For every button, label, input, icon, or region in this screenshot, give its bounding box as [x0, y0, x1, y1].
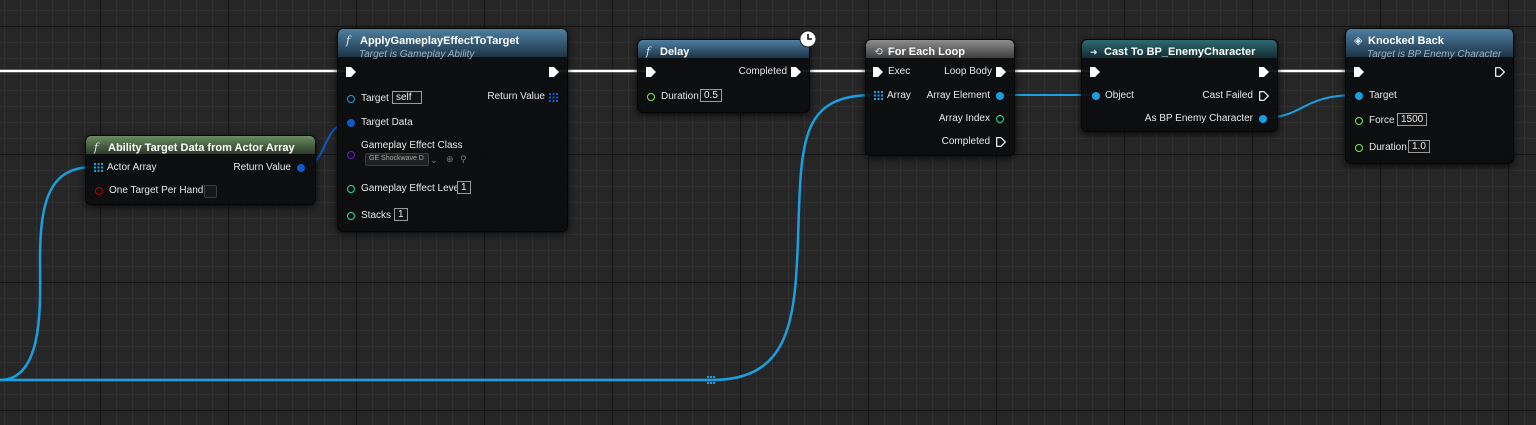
- exec-out-pin[interactable]: [1495, 67, 1505, 77]
- function-icon: f: [346, 34, 351, 47]
- pin-label-effect-class: Gameplay Effect Class: [361, 140, 463, 151]
- target-data-pin[interactable]: [347, 119, 355, 127]
- event-call-icon: ◈: [1354, 34, 1363, 47]
- chevron-down-icon[interactable]: ⌄: [430, 155, 438, 165]
- target-pin[interactable]: [1355, 92, 1363, 100]
- node-cast-enemy[interactable]: ➜ Cast To BP_EnemyCharacter Object Cast F…: [1081, 39, 1278, 132]
- pin-label-array: Array: [887, 90, 911, 101]
- bool-pin[interactable]: [95, 187, 103, 195]
- pin-label-return-value: Return Value: [233, 162, 291, 173]
- reroute-knot: [707, 376, 715, 384]
- return-value-pin[interactable]: [297, 164, 305, 172]
- effect-class-dropdown[interactable]: GE Shockwave D: [365, 153, 429, 166]
- exec-in-pin[interactable]: [1090, 67, 1100, 77]
- array-pin-icon[interactable]: [94, 163, 103, 172]
- node-header: ◈ Knocked Back Target is BP Enemy Charact…: [1346, 29, 1513, 60]
- pin-label-completed: Completed: [738, 66, 787, 77]
- effect-level-pin[interactable]: [347, 185, 355, 193]
- exec-in-pin[interactable]: [873, 67, 883, 77]
- array-pin-icon[interactable]: [874, 91, 883, 100]
- exec-in-pin[interactable]: [646, 67, 656, 77]
- exec-in-pin[interactable]: [1354, 67, 1364, 77]
- pin-label-effect-level: Gameplay Effect Level: [361, 183, 462, 194]
- latent-clock-icon: [799, 30, 817, 48]
- duration-value-box[interactable]: 0.5: [700, 89, 722, 102]
- node-header: f Ability Target Data from Actor Array: [86, 136, 315, 154]
- node-ability-target-data[interactable]: f Ability Target Data from Actor Array Ac…: [85, 135, 316, 205]
- actor-array-wire: [0, 165, 95, 382]
- exec-out-pin[interactable]: [791, 67, 801, 77]
- node-header: ➜ Cast To BP_EnemyCharacter: [1082, 40, 1277, 58]
- node-subtitle: Target is Gameplay Ability: [359, 49, 475, 60]
- node-title: Knocked Back: [1368, 35, 1444, 47]
- pin-label-object: Object: [1105, 90, 1134, 101]
- pin-label-target: Target: [1369, 90, 1397, 101]
- exec-loop-body-pin[interactable]: [996, 67, 1006, 77]
- pin-label-force: Force: [1369, 115, 1395, 126]
- exec-cast-failed-pin[interactable]: [1259, 91, 1269, 101]
- pin-label-target-data: Target Data: [361, 117, 413, 128]
- struct-array-pin-icon[interactable]: [549, 93, 558, 102]
- pin-label-one-target: One Target Per Handle: [109, 185, 212, 196]
- node-delay[interactable]: f Delay Completed Duration 0.5: [637, 39, 810, 113]
- array-element-pin[interactable]: [996, 92, 1004, 100]
- one-target-checkbox[interactable]: [204, 185, 217, 198]
- node-title: ApplyGameplayEffectToTarget: [360, 35, 520, 47]
- exec-out-pin[interactable]: [549, 67, 559, 77]
- node-header: ⟲ For Each Loop: [866, 40, 1014, 58]
- force-value-box[interactable]: 1500: [1397, 113, 1428, 126]
- stacks-value-box[interactable]: 1: [394, 208, 408, 221]
- duration-pin[interactable]: [1355, 144, 1363, 152]
- loop-array-wire: [710, 93, 876, 382]
- node-title: Delay: [660, 46, 690, 58]
- exec-completed-pin[interactable]: [996, 137, 1006, 147]
- object-pin[interactable]: [1092, 92, 1100, 100]
- pin-label-loop-body: Loop Body: [944, 66, 992, 77]
- node-apply-gameplay-effect[interactable]: f ApplyGameplayEffectToTarget Target is G…: [337, 28, 568, 232]
- array-index-pin[interactable]: [996, 115, 1004, 123]
- exec-in-pin[interactable]: [346, 67, 356, 77]
- pin-label-completed: Completed: [941, 136, 990, 147]
- cast-icon: ➜: [1090, 48, 1098, 58]
- duration-pin[interactable]: [647, 93, 655, 101]
- node-header: f ApplyGameplayEffectToTarget Target is G…: [338, 29, 567, 60]
- pin-label-target: Target: [361, 93, 389, 104]
- target-pin[interactable]: [347, 95, 355, 103]
- browse-icon[interactable]: ⊕: [446, 154, 454, 164]
- pin-label-array-index: Array Index: [938, 113, 990, 124]
- pin-label-array-element: Array Element: [926, 90, 990, 101]
- as-enemy-pin[interactable]: [1259, 115, 1267, 123]
- pin-label-duration: Duration: [661, 91, 699, 102]
- node-for-each-loop[interactable]: ⟲ For Each Loop Exec Loop Body Array Arra…: [865, 39, 1015, 156]
- node-title: For Each Loop: [888, 46, 965, 58]
- pin-label-as-enemy: As BP Enemy Character: [1144, 113, 1253, 124]
- pin-label-duration: Duration: [1369, 142, 1407, 153]
- force-pin[interactable]: [1355, 117, 1363, 125]
- duration-value-box[interactable]: 1.0: [1408, 140, 1430, 153]
- loop-icon: ⟲: [874, 45, 884, 58]
- pin-label-return-value: Return Value: [487, 91, 545, 102]
- node-knocked-back[interactable]: ◈ Knocked Back Target is BP Enemy Charact…: [1345, 28, 1514, 164]
- pin-label-cast-failed: Cast Failed: [1202, 90, 1253, 101]
- pin-label-actor-array: Actor Array: [107, 162, 157, 173]
- node-header: f Delay: [638, 40, 809, 58]
- effect-class-pin[interactable]: [347, 151, 355, 159]
- effect-level-value-box[interactable]: 1: [457, 181, 471, 194]
- exec-out-pin[interactable]: [1259, 67, 1269, 77]
- search-icon[interactable]: ⚲: [460, 154, 467, 164]
- node-title: Cast To BP_EnemyCharacter: [1104, 46, 1256, 58]
- function-icon: f: [94, 141, 99, 154]
- pin-label-exec: Exec: [888, 66, 911, 77]
- pin-label-stacks: Stacks: [361, 210, 392, 221]
- node-subtitle: Target is BP Enemy Character: [1367, 49, 1502, 60]
- target-value-box[interactable]: self: [392, 91, 422, 104]
- node-title: Ability Target Data from Actor Array: [108, 142, 295, 154]
- stacks-pin[interactable]: [347, 212, 355, 220]
- function-icon: f: [646, 45, 651, 58]
